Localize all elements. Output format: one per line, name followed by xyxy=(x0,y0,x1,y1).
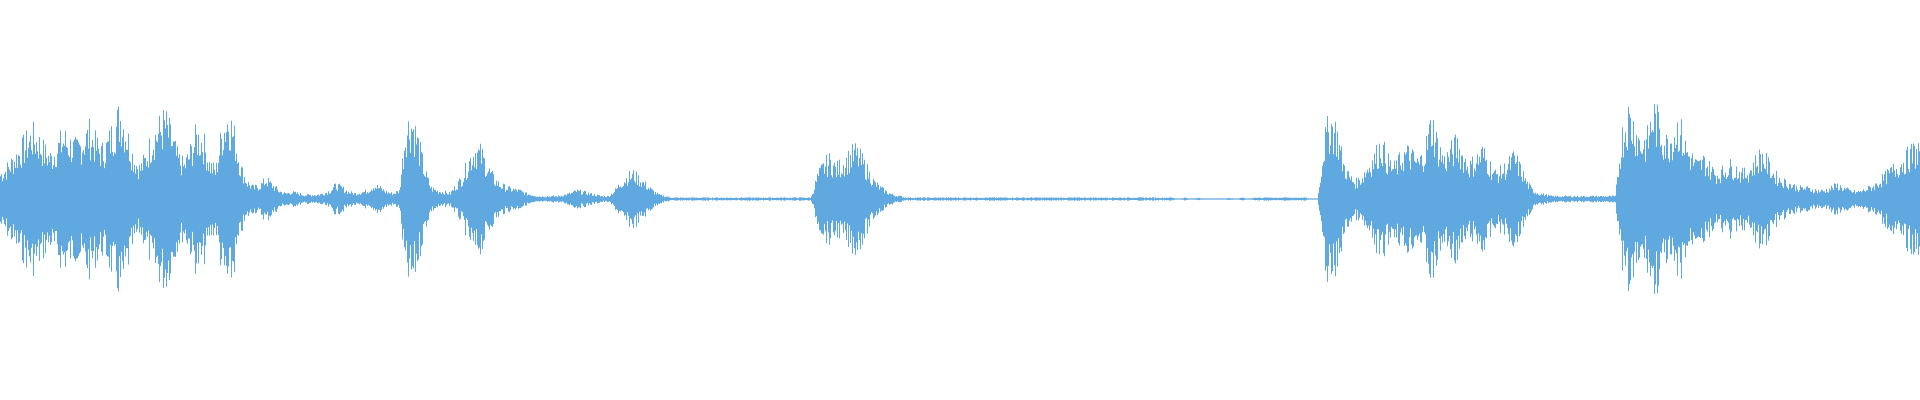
waveform-path xyxy=(0,104,1920,294)
waveform-bars xyxy=(0,104,1920,294)
